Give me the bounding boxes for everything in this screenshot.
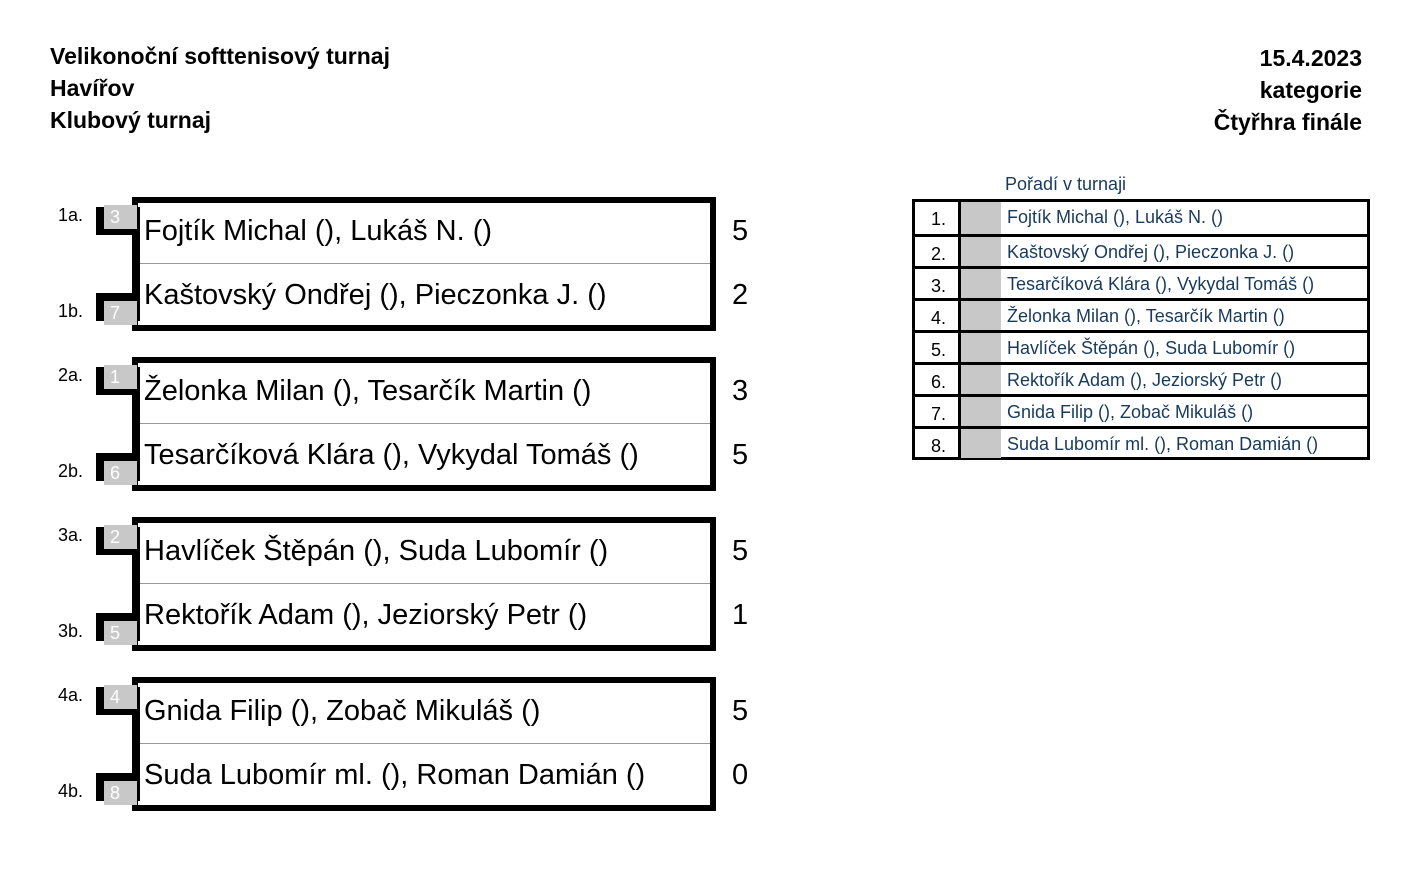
ranking-cell [961,365,1001,394]
ranking-cell [961,397,1001,426]
score: 5 [732,535,749,567]
ranking-position: 2. [915,237,961,266]
ranking-name: Tesarčíková Klára (), Vykydal Tomáš () [1007,274,1315,294]
ranking-row: 3. Tesarčíková Klára (), Vykydal Tomáš (… [915,266,1367,298]
score: 5 [732,215,749,247]
match-1: 3 7 1a. 1b. Fojtík Michal (), Lukáš N. (… [58,197,748,331]
score: 5 [732,695,749,727]
ranking-name: Fojtík Michal (), Lukáš N. () [1007,207,1224,227]
player-name: Kaštovský Ondřej (), Pieczonka J. () [144,279,607,311]
position-label: 4a. [58,685,84,705]
bracket-connector [132,549,140,619]
seed-badge: 5 [104,621,137,645]
category-label: kategorie [1259,77,1362,103]
score: 3 [732,375,749,407]
match-divider [138,423,710,424]
seed-badge: 4 [104,685,137,709]
bracket-connector [132,229,140,299]
player-name: Gnida Filip (), Zobač Mikuláš () [144,695,541,727]
score: 1 [732,599,749,631]
match-divider [138,583,710,584]
seed-badge: 7 [104,301,137,325]
tournament-name: Velikonoční softtenisový turnaj [50,43,390,69]
ranking-row: 2. Kaštovský Ondřej (), Pieczonka J. () [915,234,1367,266]
tournament-date: 15.4.2023 [1259,45,1362,71]
player-name: Želonka Milan (), Tesarčík Martin () [144,375,592,407]
ranking-row: 8. Suda Lubomír ml. (), Roman Damián () [915,426,1367,458]
match-3: 2 5 3a. 3b. Havlíček Štěpán (), Suda Lub… [58,517,748,651]
ranking-cell [961,269,1001,298]
tournament-type: Klubový turnaj [50,107,212,133]
header-left: Velikonoční softtenisový turnaj Havířov … [50,40,390,136]
match-divider [138,263,710,264]
player-name: Suda Lubomír ml. (), Roman Damián () [144,759,646,791]
category-name: Čtyřhra finále [1213,109,1362,135]
position-label: 3a. [58,525,84,545]
ranking-cell [961,301,1001,330]
score: 2 [732,279,749,311]
ranking-cell [961,202,1001,234]
ranking-name: Kaštovský Ondřej (), Pieczonka J. () [1007,242,1295,262]
bracket-connector [132,709,140,779]
position-label: 2a. [58,365,84,385]
ranking-position: 8. [915,429,961,458]
seed-badge: 1 [104,365,137,389]
match-2: 1 6 2a. 2b. Želonka Milan (), Tesarčík M… [58,357,748,491]
match-4: 4 8 4a. 4b. Gnida Filip (), Zobač Mikulá… [58,677,748,811]
position-label: 3b. [58,621,84,641]
ranking-cell [961,333,1001,362]
header-right: 15.4.2023 kategorie Čtyřhra finále [1214,42,1362,138]
ranking-position: 7. [915,397,961,426]
ranking-row: 6. Rektořík Adam (), Jeziorský Petr () [915,362,1367,394]
ranking-position: 4. [915,301,961,330]
tournament-city: Havířov [50,75,135,101]
ranking-name: Suda Lubomír ml. (), Roman Damián () [1007,434,1319,454]
seed-badge: 2 [104,525,137,549]
ranking-name: Gnida Filip (), Zobač Mikuláš () [1007,402,1254,422]
ranking-cell [961,429,1001,458]
ranking-row: 5. Havlíček Štěpán (), Suda Lubomír () [915,330,1367,362]
player-name: Tesarčíková Klára (), Vykydal Tomáš () [144,439,639,471]
score: 5 [732,439,749,471]
position-label: 1b. [58,301,84,321]
seed-badge: 6 [104,461,137,485]
ranking-position: 3. [915,269,961,298]
ranking-row: 7. Gnida Filip (), Zobač Mikuláš () [915,394,1367,426]
position-label: 4b. [58,781,84,801]
ranking-row: 1. Fojtík Michal (), Lukáš N. () [915,202,1367,234]
seed-badge: 3 [104,205,137,229]
position-label: 1a. [58,205,84,225]
ranking-cell [961,237,1001,266]
ranking-name: Rektořík Adam (), Jeziorský Petr () [1007,370,1283,390]
ranking-table: 1. Fojtík Michal (), Lukáš N. () 2. Kašt… [912,199,1370,460]
player-name: Havlíček Štěpán (), Suda Lubomír () [144,535,609,567]
ranking-title: Pořadí v turnaji [1005,174,1127,194]
ranking-name: Havlíček Štěpán (), Suda Lubomír () [1007,338,1296,358]
position-label: 2b. [58,461,84,481]
ranking-position: 5. [915,333,961,362]
player-name: Rektořík Adam (), Jeziorský Petr () [144,599,588,631]
ranking-row: 4. Želonka Milan (), Tesarčík Martin () [915,298,1367,330]
ranking-position: 1. [915,202,961,234]
bracket-connector [132,389,140,459]
player-name: Fojtík Michal (), Lukáš N. () [144,215,493,247]
score: 0 [732,759,749,791]
ranking-name: Želonka Milan (), Tesarčík Martin () [1007,306,1285,326]
seed-badge: 8 [104,781,137,805]
ranking-position: 6. [915,365,961,394]
match-divider [138,743,710,744]
